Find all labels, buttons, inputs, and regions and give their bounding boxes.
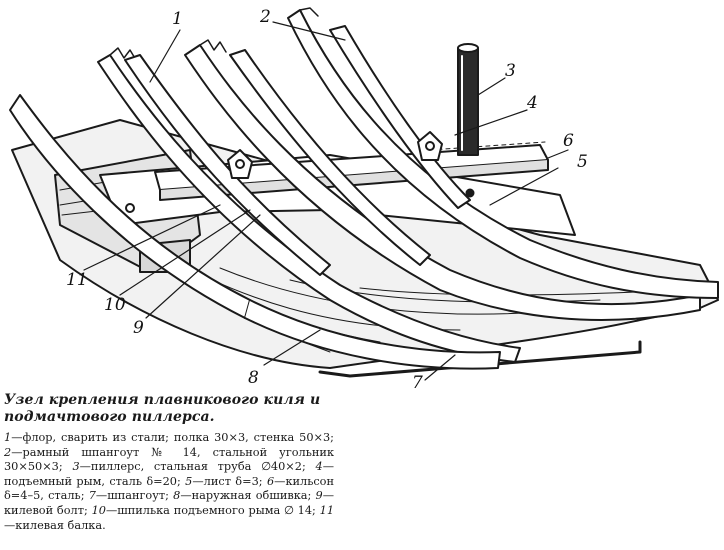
callout-labels: 1 2 3 4 6 5 11 10 9 8 7 (66, 7, 588, 390)
floors (124, 49, 431, 276)
frames (9, 7, 719, 370)
callout-5: 5 (577, 152, 588, 172)
legend-text: —подъемный рым, сталь δ=20; (4, 460, 335, 488)
legend-text: —килевой болт; (4, 489, 335, 517)
callout-4: 4 (526, 93, 538, 113)
callout-7: 7 (412, 373, 423, 390)
legend-number: 6 (266, 474, 275, 488)
legend-number: 8 (173, 489, 181, 503)
legend-text: —рамный шпангоут № 14, стальной угольник… (4, 445, 334, 474)
callout-1: 1 (172, 9, 183, 29)
legend-item-6: 6—кильсон δ=4–5, сталь; (4, 475, 334, 503)
legend-text: —шпангоут; (95, 489, 169, 503)
callout-8: 8 (248, 368, 259, 388)
callout-11: 11 (66, 270, 88, 290)
legend-item-8: 8—наружная обшивка; (173, 489, 311, 502)
legend-item-5: 5—лист δ=3; (185, 475, 262, 488)
legend-number: 10 (91, 503, 106, 517)
legend-number: 11 (319, 503, 335, 517)
callout-3: 3 (505, 61, 516, 81)
legend-item-3: 3—пиллерс, стальная труба ∅40×2; (72, 460, 305, 473)
legend-item-9: 9—килевой болт; (4, 489, 334, 517)
legend-text: —флор, сварить из стали; полка 30×3, сте… (11, 431, 334, 444)
legend-number: 2 (4, 445, 12, 459)
legend-text: —наружная обшивка; (180, 489, 312, 503)
leader-lines (83, 21, 569, 381)
caption-title: Узел крепления плавникового киля и подма… (4, 392, 321, 425)
keel-assembly-drawing: 1 2 3 4 6 5 11 10 9 8 7 (9, 7, 719, 390)
legend-item-4: 4—подъемный рым, сталь δ=20; (4, 460, 334, 488)
figure-caption: Узел крепления плавникового киля и подма… (4, 392, 334, 533)
legend-text: —лист δ=3; (192, 474, 263, 488)
frame-brackets (329, 25, 471, 209)
lifting-lugs (227, 131, 443, 179)
callout-9: 9 (133, 318, 144, 338)
legend-number: 9 (315, 489, 323, 503)
legend-item-10: 10—шпилька подъемного рыма ∅ 14; (92, 504, 316, 517)
legend-number: 4 (315, 460, 323, 474)
callout-2: 2 (259, 7, 271, 27)
legend-number: 1 (4, 431, 12, 444)
legend-item-2: 2—рамный шпангоут № 14, стальной угольни… (4, 446, 334, 474)
legend-number: 5 (185, 474, 193, 488)
legend-item-11: 11 —килевая балка. (4, 504, 334, 532)
legend-item-1: 1—флор, сварить из стали; полка 30×3, ст… (4, 431, 334, 444)
legend-number: 3 (72, 460, 80, 474)
callout-10: 10 (104, 295, 126, 315)
pillar (457, 43, 479, 156)
legend-text: —килевая балка. (4, 518, 106, 532)
legend-text: —кильсон δ=4–5, сталь; (4, 474, 335, 503)
legend-item-7: 7—шпангоут; (89, 489, 169, 502)
legend-number: 7 (88, 489, 96, 503)
legend-text: —шпилька подъемного рыма ∅ 14; (105, 503, 316, 517)
legend-text: —пиллерс, стальная труба ∅40×2; (79, 460, 306, 474)
caption-legend: 1—флор, сварить из стали; полка 30×3, ст… (4, 431, 334, 533)
callout-6: 6 (563, 131, 574, 151)
